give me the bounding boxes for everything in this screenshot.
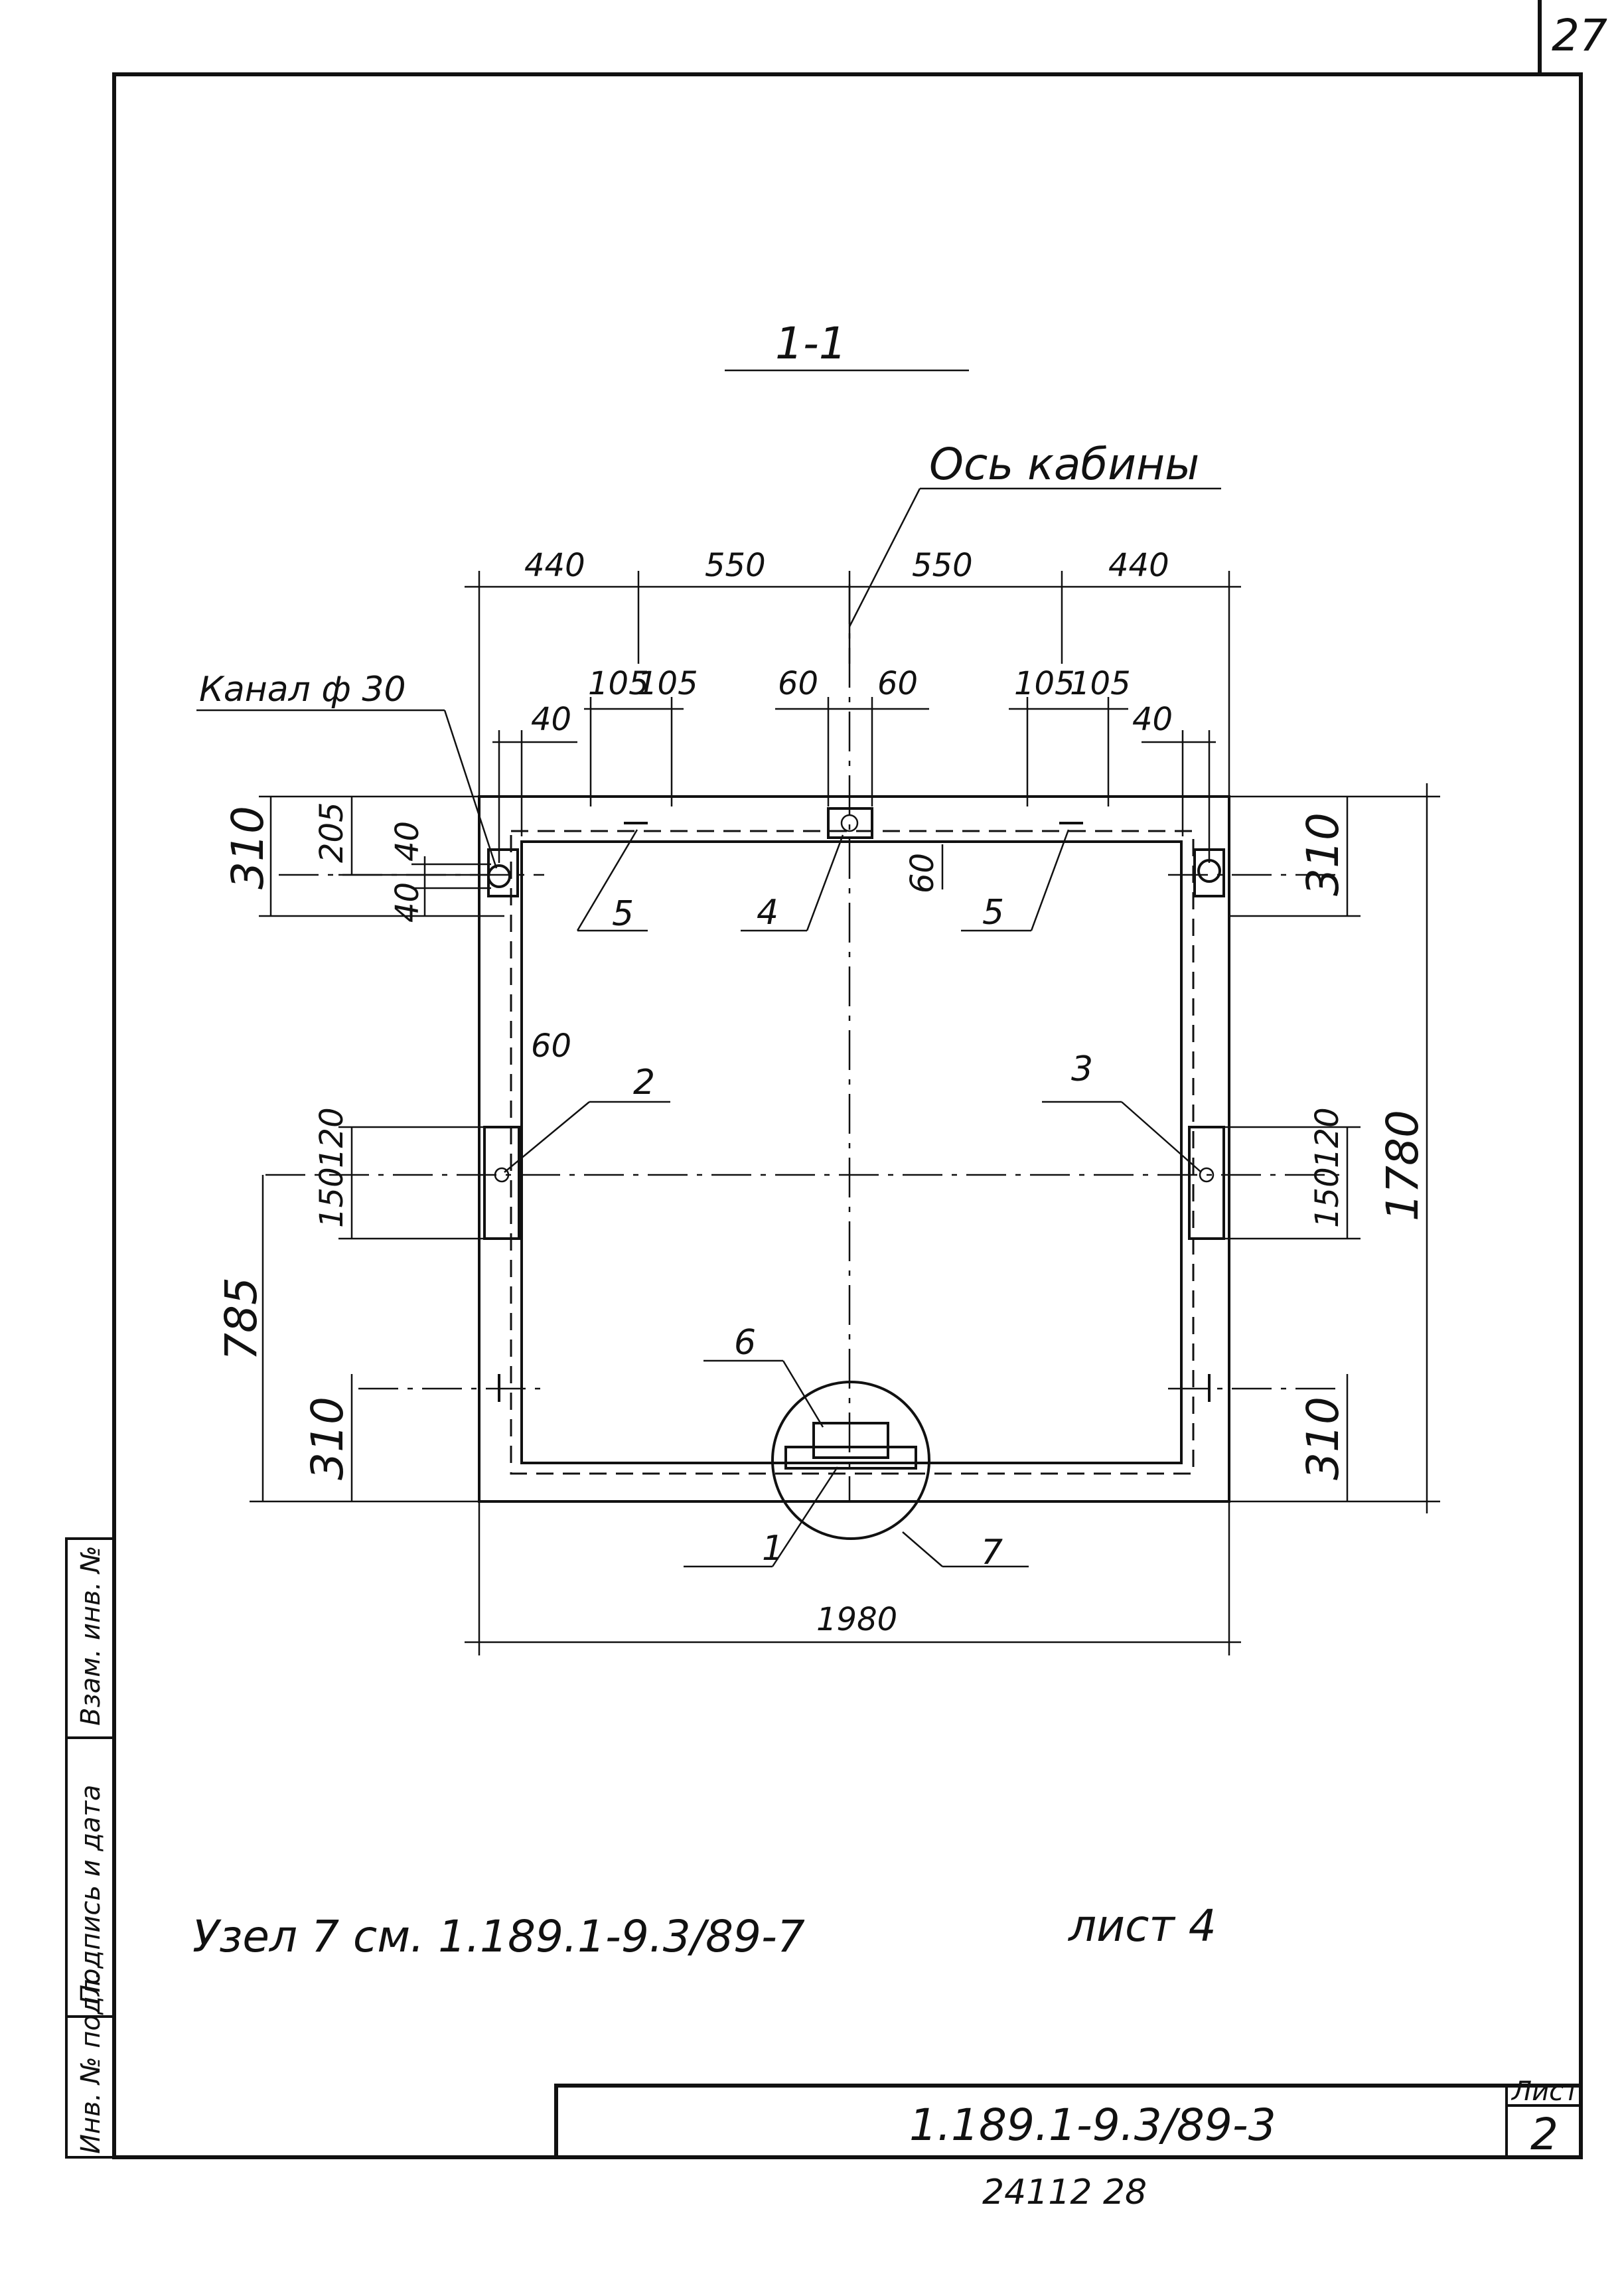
cabin-axis-label: Ось кабины: [929, 439, 1199, 490]
callout-1: 1: [762, 1529, 784, 1569]
dim-60-vert: 60: [904, 853, 941, 893]
title-block: [554, 2084, 1583, 2159]
sheet-number: 2: [1530, 2109, 1558, 2160]
sheet-corner-number: 27: [1552, 10, 1607, 61]
dim-785: 785: [216, 1277, 267, 1361]
callout-6: 6: [734, 1323, 756, 1363]
doc-code: 1.189.1-9.3/89-3: [909, 2100, 1276, 2151]
note-text: Узел 7 см. 1.189.1-9.3/89-7: [192, 1911, 805, 1962]
sheet-label: Лист: [1511, 2076, 1580, 2107]
dim-1780: 1780: [1377, 1110, 1428, 1221]
callout-5-left: 5: [612, 894, 634, 934]
dim-105-a: 105: [588, 665, 649, 702]
channel-label: Канал ф 30: [199, 670, 406, 710]
dim-205: 205: [313, 802, 350, 863]
dim-105-d: 105: [1070, 665, 1131, 702]
dim-top-440-right: 440: [1108, 547, 1169, 584]
part-4: [827, 807, 873, 839]
dim-60-b: 60: [877, 665, 918, 702]
dim-1980: 1980: [816, 1601, 897, 1638]
callout-2: 2: [633, 1063, 655, 1103]
detail-circle-7: [771, 1381, 930, 1540]
stamp-replaced-inv: Взам. инв. №: [76, 1545, 106, 1726]
dim-top-550-right: 550: [912, 547, 973, 584]
dim-top-550-left: 550: [705, 547, 766, 584]
note-sheet-ref: лист 4: [1067, 1900, 1216, 1952]
dim-40-vert-b: 40: [389, 882, 426, 923]
dim-310-right-bottom: 310: [1297, 1397, 1349, 1480]
dim-top-440-left: 440: [524, 547, 585, 584]
part-6: [812, 1422, 889, 1459]
dim-150-right: 150: [1309, 1167, 1346, 1228]
callout-7: 7: [981, 1533, 1003, 1572]
callout-5-right: 5: [982, 893, 1004, 933]
leader-lines: [196, 369, 1221, 1568]
dim-120-left: 120: [313, 1107, 350, 1168]
plate-2: [483, 1126, 520, 1240]
plate-3: [1188, 1126, 1225, 1240]
side-stamp: Взам. инв. № Подпись и дата Инв. № подл.: [65, 1537, 115, 2159]
stamp-signature-date: Подпись и дата: [76, 1785, 106, 2005]
dim-40-right: 40: [1132, 701, 1173, 738]
outer-outline: [478, 795, 1230, 1503]
stamp-inv-no: Инв. № подл.: [76, 1971, 106, 2154]
dim-40-left: 40: [531, 701, 571, 738]
callout-4: 4: [757, 893, 778, 933]
dim-310-left-bottom: 310: [302, 1397, 353, 1480]
dim-105-c: 105: [1014, 665, 1075, 702]
dim-150-left: 150: [313, 1167, 350, 1228]
dimension-lines: [250, 571, 1440, 1655]
section-title: 1-1: [775, 318, 847, 369]
dim-60-left: 60: [531, 1028, 571, 1065]
dim-40-vert-a: 40: [389, 821, 426, 862]
footer-number: 24112 28: [982, 2173, 1147, 2212]
inner-outline: [520, 840, 1183, 1464]
callout-3: 3: [1071, 1049, 1093, 1089]
dim-310-right-top: 310: [1297, 812, 1349, 896]
dim-105-b: 105: [637, 665, 698, 702]
dim-60-a: 60: [778, 665, 818, 702]
dim-310-left-top: 310: [222, 806, 273, 889]
dim-120-right: 120: [1309, 1107, 1346, 1168]
